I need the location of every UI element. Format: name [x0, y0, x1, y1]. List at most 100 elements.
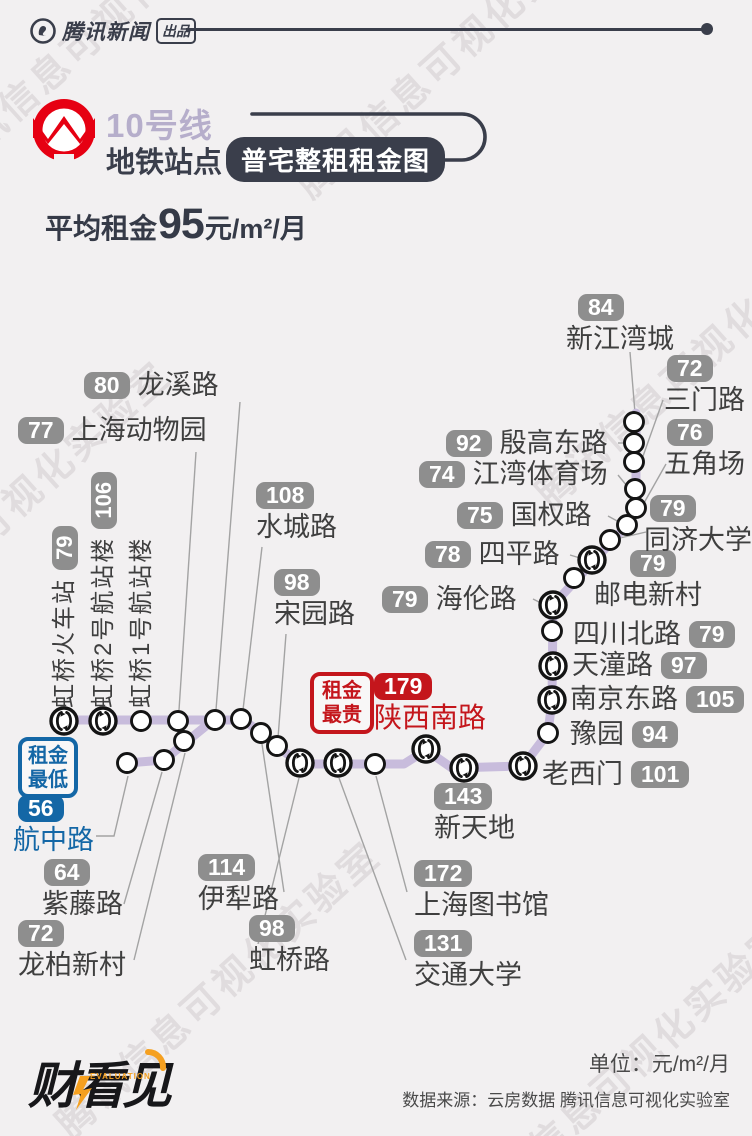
station-label: 98 宋园路	[274, 569, 355, 629]
station-name: 国权路	[510, 500, 592, 530]
station-name: 上海动物园	[71, 415, 207, 445]
station-dot	[173, 730, 195, 752]
price-badge: 64	[44, 859, 90, 886]
price-badge: 75	[457, 501, 503, 529]
station-name: 五角场	[664, 449, 745, 479]
station-name: 交通大学	[414, 960, 522, 990]
subtitle-badge: 普宅整租租金图	[226, 137, 446, 182]
station-dot	[623, 411, 645, 433]
price-badge: 79	[382, 585, 428, 613]
price-badge: 179	[374, 673, 433, 700]
price-badge: 101	[631, 760, 690, 788]
price-badge: 108	[256, 482, 315, 509]
price-badge: 79	[650, 495, 696, 522]
leader-line	[277, 633, 287, 739]
unit-value: 元/m²/月	[651, 1053, 730, 1076]
publisher-name: 腾讯新闻	[62, 21, 150, 44]
price-badge: 79	[689, 620, 735, 648]
transfer-station-icon	[449, 753, 479, 783]
station-name: 同济大学	[644, 525, 752, 555]
max-rent-legend-line1: 租金	[322, 680, 362, 702]
leader-line	[338, 777, 407, 961]
subtitle-row: 地铁站点 普宅整租租金图	[106, 137, 446, 182]
station-name: 老西门	[542, 759, 623, 789]
station-dot	[266, 735, 288, 757]
transfer-station-icon	[88, 706, 118, 736]
price-badge: 172	[414, 860, 473, 887]
price-badge: 84	[578, 294, 624, 321]
subtitle-prefix: 地铁站点	[106, 146, 223, 179]
leader-line	[215, 401, 241, 711]
station-dot	[616, 514, 638, 536]
price-badge: 74	[419, 460, 465, 488]
station-name: 陕西南路	[374, 702, 487, 733]
station-name: 殷高东路	[499, 428, 608, 458]
station-name: 宋园路	[274, 599, 355, 629]
publisher-suffix: 出品	[156, 18, 196, 44]
caikanjian-logo: 财看见 EVALUATION	[28, 1046, 228, 1126]
station-label: 虹桥1号航站楼	[127, 537, 157, 708]
price-badge: 78	[425, 540, 471, 568]
station-name: 虹桥路	[249, 945, 330, 975]
station-name: 邮电新村	[594, 580, 702, 610]
publisher-logo: 腾讯新闻 出品	[30, 16, 196, 46]
station-name: 四平路	[478, 539, 560, 569]
station-name: 新天地	[434, 813, 515, 843]
transfer-station-icon	[538, 590, 568, 620]
transfer-station-icon	[577, 545, 607, 575]
station-label: 79 同济大学	[644, 495, 752, 555]
station-name: 海伦路	[435, 584, 517, 614]
station-dot	[537, 722, 559, 744]
leader-line	[123, 771, 163, 905]
header-divider-dot	[701, 23, 713, 35]
max-rent-legend: 租金 最贵	[310, 672, 374, 734]
price-badge: 76	[667, 419, 713, 446]
average-rent: 平均租金 95 元/m²/月	[45, 200, 307, 249]
leader-line	[641, 399, 664, 460]
station-dot	[204, 709, 226, 731]
leader-line	[178, 451, 197, 711]
leader-line	[643, 463, 667, 504]
leader-line	[619, 531, 647, 539]
price-badge: 97	[661, 651, 707, 679]
station-name: 南京东路	[570, 684, 678, 714]
leader-line	[242, 546, 263, 711]
line-name: 10号线	[106, 107, 213, 144]
price-badge: 80	[84, 371, 130, 399]
station-dot	[623, 451, 645, 473]
station-name: 龙柏新村	[18, 950, 126, 980]
unit-label: 单位：	[588, 1053, 652, 1076]
price-badge: 92	[446, 429, 492, 457]
min-rent-legend-line1: 租金	[28, 745, 68, 767]
price-badge: 98	[274, 569, 320, 596]
leader-line	[629, 351, 636, 414]
caikanjian-logo-text: 财看见	[28, 1058, 172, 1114]
station-dot	[116, 752, 138, 774]
leader-line	[133, 752, 186, 961]
station-name: 紫藤路	[42, 889, 123, 919]
transfer-station-icon	[538, 651, 568, 681]
station-label: 老西门 101	[542, 759, 690, 789]
shanghai-metro-logo-icon	[33, 99, 95, 163]
price-badge: 98	[249, 915, 295, 942]
station-name: 水城路	[256, 512, 337, 542]
station-dot	[153, 749, 175, 771]
station-dot	[563, 567, 585, 589]
price-badge: 131	[414, 930, 473, 957]
station-label: 76 五角场	[664, 419, 745, 479]
